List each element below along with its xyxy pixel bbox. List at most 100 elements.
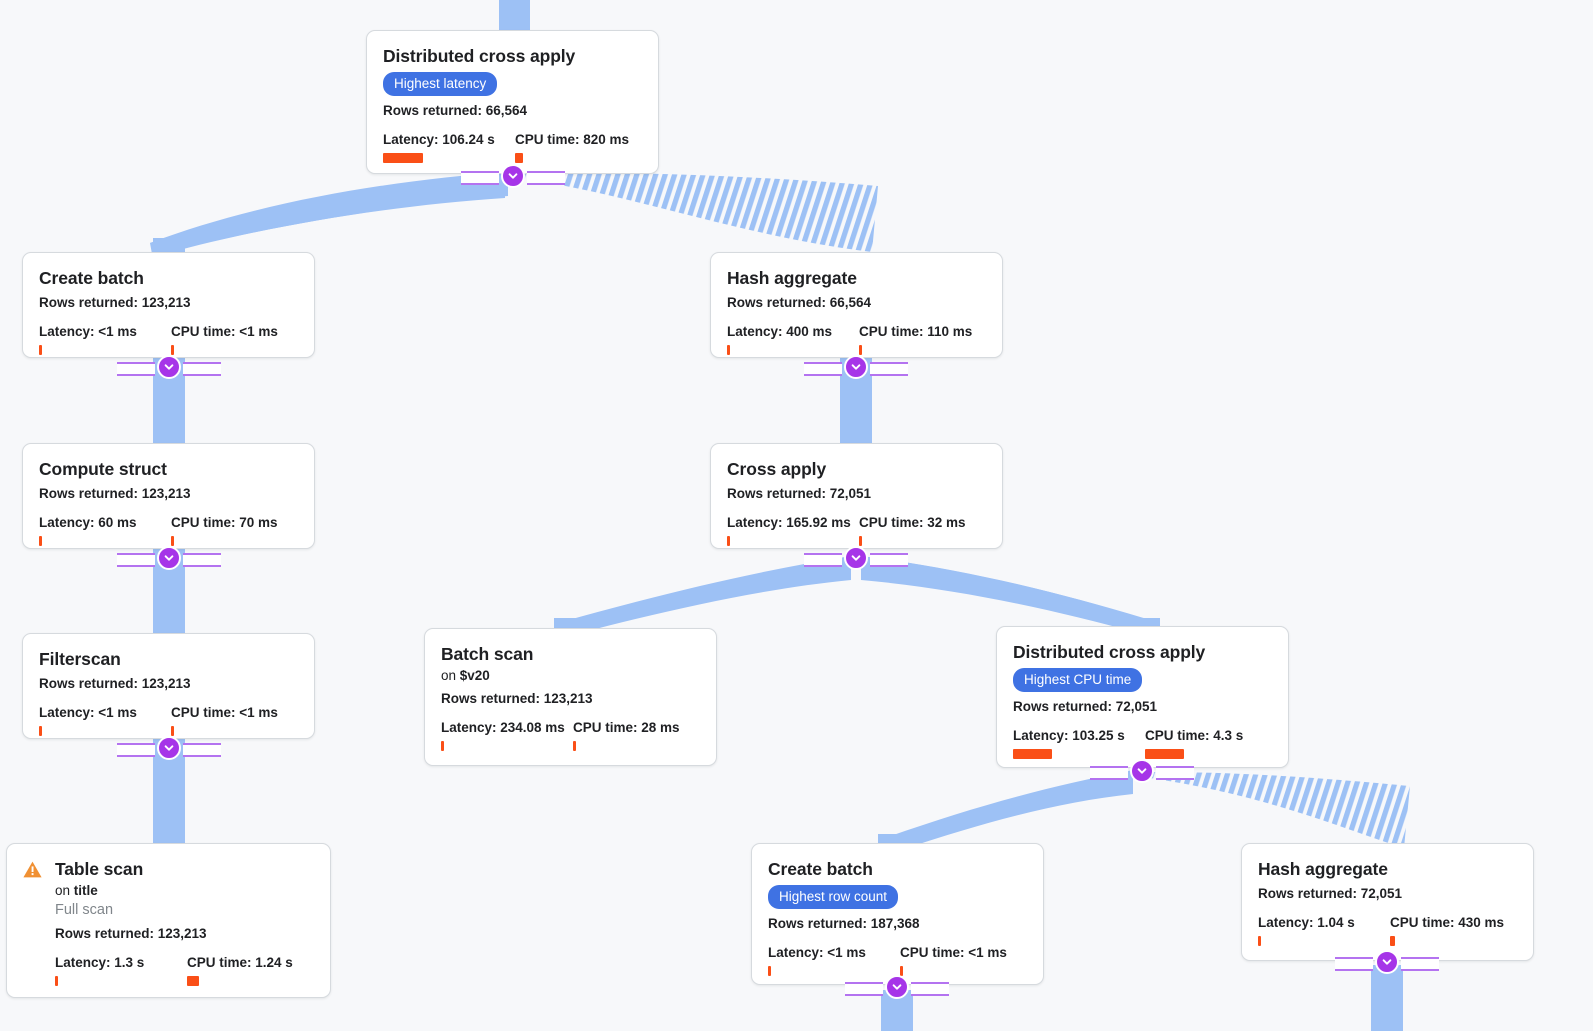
metrics-row: Latency: 1.3 s CPU time: 1.24 s <box>55 955 314 986</box>
chevron-down-icon[interactable] <box>844 355 868 379</box>
plan-node-create-batch-bottom[interactable]: Create batch Highest row count Rows retu… <box>751 843 1044 985</box>
metric-latency-bar <box>727 345 730 355</box>
plan-node-hash-aggregate-lower[interactable]: Hash aggregate Rows returned: 72,051 Lat… <box>1241 843 1534 961</box>
metric-latency: Latency: 234.08 ms <box>441 720 573 751</box>
metrics-row: Latency: <1 ms CPU time: <1 ms <box>39 705 298 736</box>
node-title: Batch scan <box>441 644 534 664</box>
chevron-down-icon[interactable] <box>885 975 909 999</box>
metrics-row: Latency: 1.04 s CPU time: 430 ms <box>1258 915 1517 946</box>
metrics-row: Latency: 165.92 ms CPU time: 32 ms <box>727 515 986 546</box>
handle-rail-right <box>527 171 565 185</box>
metric-cpu: CPU time: <1 ms <box>171 324 278 355</box>
metric-latency: Latency: 60 ms <box>39 515 171 546</box>
rows-returned: Rows returned: 187,368 <box>768 916 920 931</box>
metric-latency: Latency: 1.3 s <box>55 955 187 986</box>
node-title: Create batch <box>768 859 873 879</box>
rows-returned: Rows returned: 72,051 <box>1013 699 1158 714</box>
metric-cpu-label: CPU time: 28 ms <box>573 720 680 735</box>
metric-latency-label: Latency: <1 ms <box>768 945 866 960</box>
metric-latency: Latency: 103.25 s <box>1013 728 1145 759</box>
chevron-down-icon[interactable] <box>1130 759 1154 783</box>
plan-node-hash-aggregate-upper[interactable]: Hash aggregate Rows returned: 66,564 Lat… <box>710 252 1003 358</box>
plan-node-batch-scan[interactable]: Batch scan on $v20 Rows returned: 123,21… <box>424 628 717 766</box>
chevron-down-icon[interactable] <box>157 355 181 379</box>
metric-latency-bar <box>39 345 42 355</box>
rows-returned: Rows returned: 72,051 <box>727 486 872 501</box>
metric-cpu-label: CPU time: 32 ms <box>859 515 966 530</box>
rows-returned: Rows returned: 123,213 <box>39 295 191 310</box>
metrics-row: Latency: <1 ms CPU time: <1 ms <box>768 945 1027 976</box>
rows-returned: Rows returned: 66,564 <box>383 103 528 118</box>
handle-rail-right <box>183 362 221 376</box>
metric-latency-bar <box>55 976 58 986</box>
plan-node-create-batch-left[interactable]: Create batch Rows returned: 123,213 Late… <box>22 252 315 358</box>
metric-latency: Latency: <1 ms <box>39 705 171 736</box>
chevron-down-icon[interactable] <box>157 546 181 570</box>
metric-cpu-bar <box>187 976 199 986</box>
handle-rail-right <box>870 362 908 376</box>
metrics-row: Latency: 400 ms CPU time: 110 ms <box>727 324 986 355</box>
metric-latency: Latency: <1 ms <box>768 945 900 976</box>
collapse-handle-hash-aggregate-upper[interactable] <box>804 355 908 379</box>
plan-node-distributed-cross-apply-lower[interactable]: Distributed cross apply Highest CPU time… <box>996 626 1289 768</box>
node-on-target: on title <box>55 881 314 900</box>
metric-latency-label: Latency: <1 ms <box>39 324 137 339</box>
chevron-down-icon[interactable] <box>1375 950 1399 974</box>
node-title: Distributed cross apply <box>1013 642 1206 662</box>
collapse-handle-create-batch-bottom[interactable] <box>845 975 949 999</box>
chevron-down-icon[interactable] <box>844 546 868 570</box>
handle-rail-left <box>117 743 155 757</box>
chevron-down-icon[interactable] <box>157 736 181 760</box>
collapse-handle-filterscan[interactable] <box>117 736 221 760</box>
rows-returned: Rows returned: 123,213 <box>55 926 207 941</box>
metric-latency: Latency: 1.04 s <box>1258 915 1390 946</box>
node-on-target: on $v20 <box>441 666 700 685</box>
plan-node-filterscan[interactable]: Filterscan Rows returned: 123,213 Latenc… <box>22 633 315 739</box>
on-target-value: $v20 <box>459 668 490 683</box>
metric-cpu: CPU time: 430 ms <box>1390 915 1504 946</box>
metric-cpu-label: CPU time: 110 ms <box>859 324 973 339</box>
collapse-handle-create-batch-left[interactable] <box>117 355 221 379</box>
collapse-handle-compute-struct[interactable] <box>117 546 221 570</box>
metric-latency-bar <box>441 741 444 751</box>
metric-cpu-bar <box>515 153 523 163</box>
collapse-handle-distributed-cross-apply-lower[interactable] <box>1090 759 1194 783</box>
handle-rail-right <box>1156 766 1194 780</box>
metric-cpu-label: CPU time: <1 ms <box>171 705 278 720</box>
metric-cpu-bar <box>859 536 862 546</box>
rows-returned: Rows returned: 72,051 <box>1258 886 1403 901</box>
plan-node-cross-apply[interactable]: Cross apply Rows returned: 72,051 Latenc… <box>710 443 1003 549</box>
metric-cpu: CPU time: 4.3 s <box>1145 728 1243 759</box>
chevron-down-icon[interactable] <box>501 164 525 188</box>
collapse-handle-hash-aggregate-lower[interactable] <box>1335 950 1439 974</box>
plan-node-compute-struct[interactable]: Compute struct Rows returned: 123,213 La… <box>22 443 315 549</box>
metric-latency-bar <box>727 536 730 546</box>
metric-latency: Latency: 106.24 s <box>383 132 515 163</box>
metric-latency-label: Latency: 234.08 ms <box>441 720 565 735</box>
rows-returned: Rows returned: 123,213 <box>39 486 191 501</box>
metric-latency-label: Latency: 165.92 ms <box>727 515 851 530</box>
metric-latency-bar <box>1013 749 1052 759</box>
collapse-handle-cross-apply[interactable] <box>804 546 908 570</box>
on-prefix: on <box>441 668 460 683</box>
metric-latency-label: Latency: 1.3 s <box>55 955 145 970</box>
handle-rail-right <box>183 553 221 567</box>
collapse-handle-distributed-cross-apply-root[interactable] <box>461 164 565 188</box>
plan-node-table-scan[interactable]: Table scan on title Full scan Rows retur… <box>6 843 331 998</box>
node-title: Distributed cross apply <box>383 46 576 66</box>
handle-rail-right <box>870 553 908 567</box>
handle-rail-left <box>117 362 155 376</box>
handle-rail-left <box>845 982 883 996</box>
metric-cpu-label: CPU time: 4.3 s <box>1145 728 1244 743</box>
on-prefix: on <box>55 883 74 898</box>
handle-rail-right <box>1401 957 1439 971</box>
plan-node-distributed-cross-apply-root[interactable]: Distributed cross apply Highest latency … <box>366 30 659 174</box>
metric-cpu-label: CPU time: 430 ms <box>1390 915 1505 930</box>
handle-rail-left <box>804 553 842 567</box>
metric-cpu-label: CPU time: 70 ms <box>171 515 278 530</box>
metric-cpu: CPU time: 70 ms <box>171 515 278 546</box>
metric-cpu-bar <box>573 741 576 751</box>
metric-latency-bar <box>383 153 423 163</box>
